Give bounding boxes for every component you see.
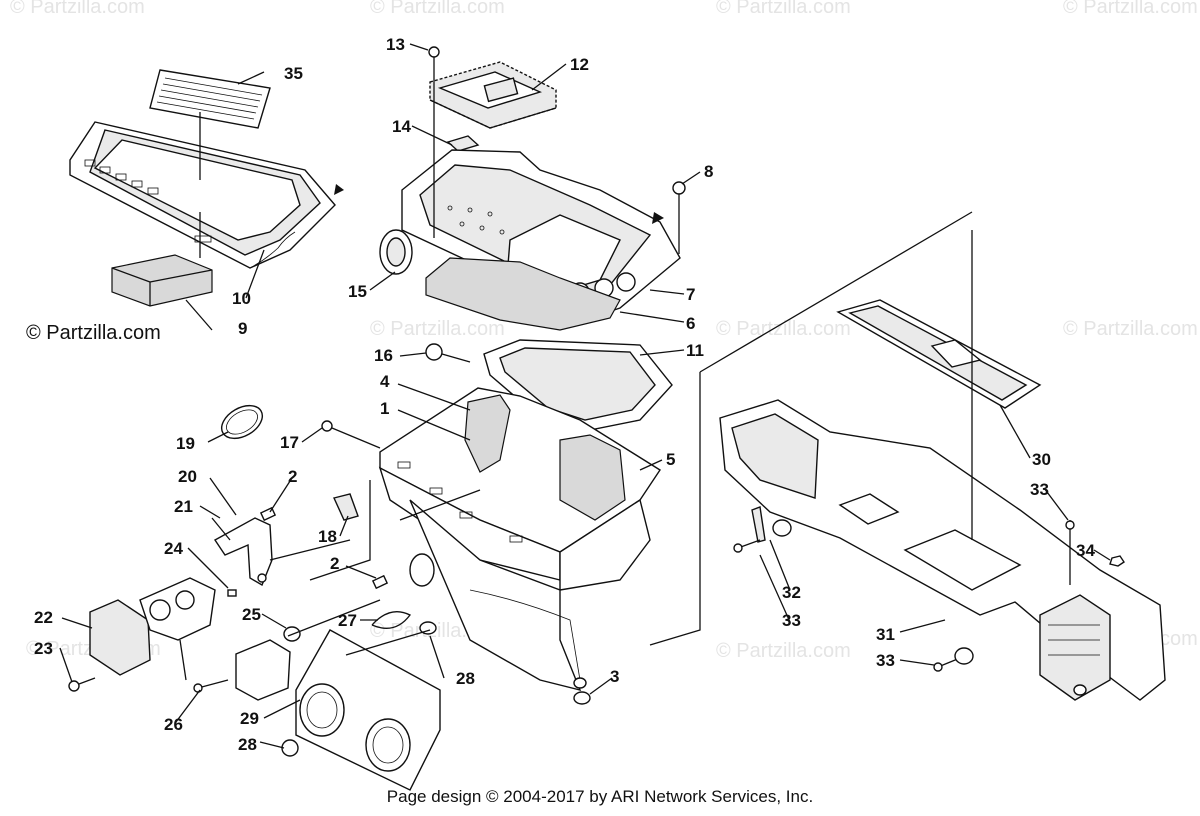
part-22-actuator bbox=[89, 577, 216, 681]
part-9-foam bbox=[111, 254, 213, 307]
part-28-grommet bbox=[281, 621, 437, 757]
part-8-clip bbox=[672, 181, 686, 254]
part-33-screw bbox=[733, 520, 1075, 672]
callout-24: 24 bbox=[164, 539, 183, 558]
callout-15: 15 bbox=[348, 282, 367, 301]
callout-34: 34 bbox=[1076, 541, 1095, 560]
part-12-module bbox=[429, 61, 557, 129]
callout-leaders bbox=[59, 43, 1111, 749]
part-19-clamp bbox=[221, 404, 263, 440]
callout-7: 7 bbox=[686, 285, 695, 304]
part-14-pad bbox=[446, 135, 480, 152]
part-6-foam bbox=[425, 257, 621, 331]
part-27-strap bbox=[371, 611, 411, 629]
watermark: © Partzilla.com bbox=[370, 318, 505, 340]
part-1-airbox bbox=[378, 387, 661, 692]
callout-28a: 28 bbox=[456, 669, 475, 688]
callout-21: 21 bbox=[174, 497, 193, 516]
part-31-console bbox=[719, 399, 1166, 701]
callout-31: 31 bbox=[876, 625, 895, 644]
part-30-seal bbox=[836, 299, 1042, 409]
callout-4: 4 bbox=[380, 372, 390, 391]
part-32-pad bbox=[751, 506, 792, 543]
callout-26: 26 bbox=[164, 715, 183, 734]
callout-25: 25 bbox=[242, 605, 261, 624]
part-coil-block bbox=[235, 639, 291, 701]
callout-11: 11 bbox=[686, 341, 704, 360]
callout-6: 6 bbox=[686, 314, 695, 333]
callout-29: 29 bbox=[240, 709, 259, 728]
copyright-footer: Page design © 2004-2017 by ARI Network S… bbox=[386, 787, 814, 806]
callout-23: 23 bbox=[34, 639, 53, 658]
part-2-spacer bbox=[259, 506, 389, 590]
callout-30: 30 bbox=[1032, 450, 1051, 469]
part-18-bracket bbox=[333, 493, 359, 521]
callout-2b: 2 bbox=[330, 554, 339, 573]
part-35-grille bbox=[149, 69, 271, 129]
callout-14: 14 bbox=[392, 117, 411, 136]
callout-28b: 28 bbox=[238, 735, 257, 754]
callout-33a: 33 bbox=[1030, 480, 1049, 499]
watermark: © Partzilla.com bbox=[1063, 0, 1198, 18]
part-34-nut bbox=[1109, 555, 1125, 567]
watermark-main: © Partzilla.com bbox=[26, 322, 161, 344]
callout-22: 22 bbox=[34, 608, 53, 627]
leader-lines bbox=[199, 82, 973, 656]
watermark: © Partzilla.com bbox=[716, 640, 851, 662]
watermark: © Partzilla.com bbox=[716, 0, 851, 18]
watermark: © Partzilla.com bbox=[10, 0, 145, 18]
callout-13: 13 bbox=[386, 35, 405, 54]
callout-12: 12 bbox=[570, 55, 589, 74]
part-3-bumper bbox=[573, 691, 591, 705]
callout-20: 20 bbox=[178, 467, 197, 486]
callout-17: 17 bbox=[280, 433, 299, 452]
callout-33c: 33 bbox=[876, 651, 895, 670]
part-24-fastener bbox=[227, 589, 237, 597]
callout-8: 8 bbox=[704, 162, 713, 181]
part-17-pin bbox=[321, 420, 381, 449]
callout-27: 27 bbox=[338, 611, 357, 630]
callout-33b: 33 bbox=[782, 611, 801, 630]
part-16-plug bbox=[425, 343, 471, 363]
callout-35: 35 bbox=[284, 64, 303, 83]
callout-5: 5 bbox=[666, 450, 675, 469]
callout-3: 3 bbox=[610, 667, 619, 686]
part-29-intake bbox=[295, 629, 441, 791]
callout-2a: 2 bbox=[288, 467, 297, 486]
callout-18: 18 bbox=[318, 527, 337, 546]
part-23-bolt bbox=[68, 677, 96, 692]
part-20-bracket bbox=[211, 517, 273, 587]
callout-9: 9 bbox=[238, 319, 247, 338]
part-10-lid bbox=[69, 121, 344, 269]
callout-1: 1 bbox=[380, 399, 389, 418]
watermark: © Partzilla.com bbox=[370, 0, 505, 18]
watermark: © Partzilla.com bbox=[1063, 318, 1198, 340]
callout-10: 10 bbox=[232, 289, 251, 308]
callout-19: 19 bbox=[176, 434, 195, 453]
part-13-screw bbox=[428, 46, 440, 82]
callout-32: 32 bbox=[782, 583, 801, 602]
callout-16: 16 bbox=[374, 346, 393, 365]
part-15-grommet bbox=[379, 229, 413, 275]
watermark: © Partzilla.com bbox=[716, 318, 851, 340]
